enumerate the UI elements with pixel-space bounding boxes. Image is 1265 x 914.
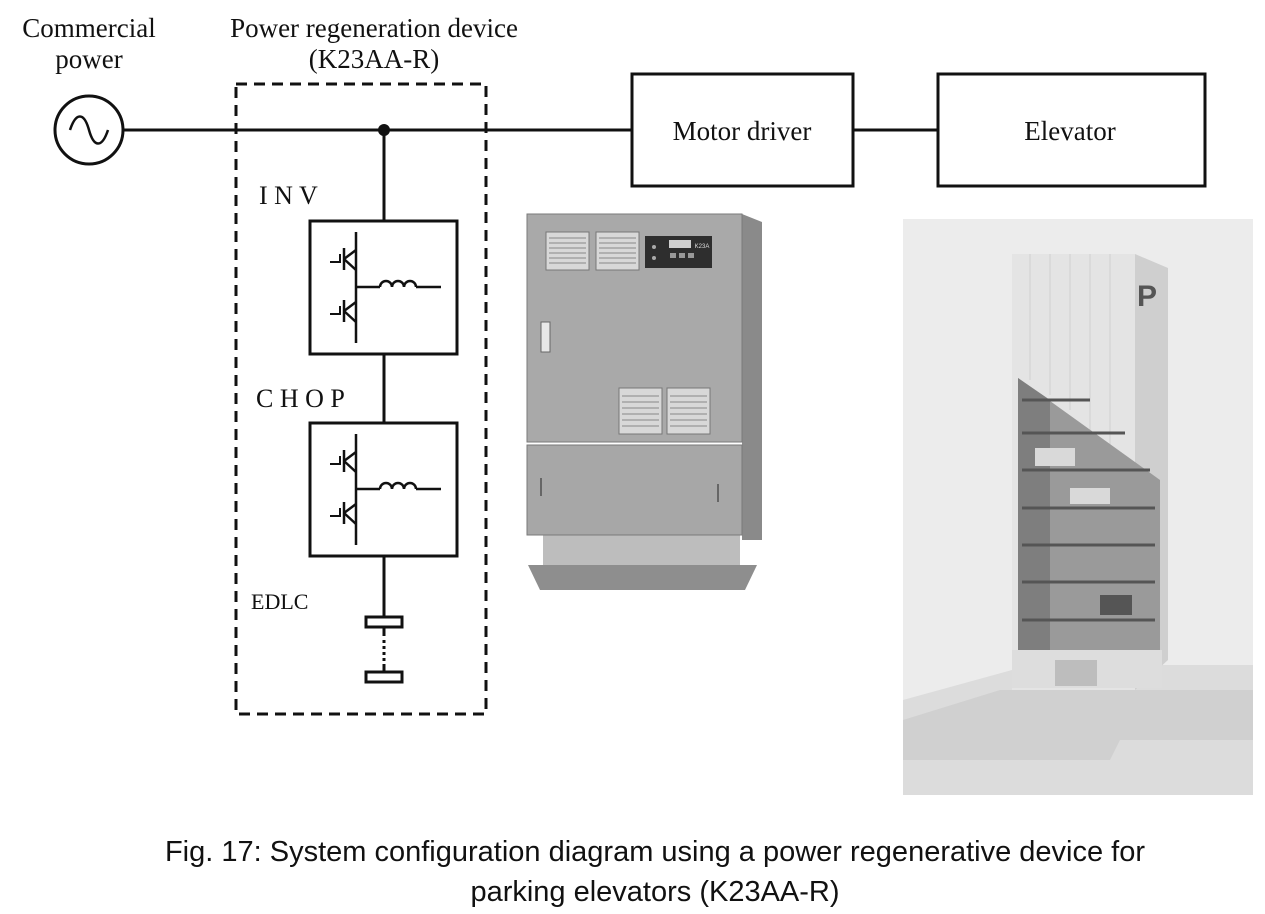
edlc-label: EDLC bbox=[251, 589, 308, 614]
elevator-box bbox=[936, 72, 1207, 188]
commercial-power-label-line2: power bbox=[55, 44, 122, 74]
motor-driver-label: Motor driver bbox=[673, 116, 812, 146]
inverter-block bbox=[308, 219, 459, 356]
device-title-line1: Power regeneration device bbox=[230, 13, 518, 43]
figure-caption-line1: Fig. 17: System configuration diagram us… bbox=[165, 836, 1145, 868]
chop-label: C H O P bbox=[256, 384, 345, 413]
edlc-capacitor-icon bbox=[364, 615, 404, 684]
inv-label: I N V bbox=[259, 181, 318, 210]
device-title-line2: (K23AA-R) bbox=[309, 44, 439, 74]
parking-sign: P bbox=[1137, 280, 1157, 313]
device-cabinet-photo: K23A bbox=[526, 213, 762, 590]
chopper-block bbox=[308, 421, 459, 558]
commercial-power-label-line1: Commercial bbox=[22, 13, 155, 43]
regeneration-device-boundary bbox=[234, 82, 488, 716]
elevator-label: Elevator bbox=[1024, 116, 1115, 146]
motor-driver-box bbox=[630, 72, 855, 188]
panel-logo-text: K23A bbox=[695, 244, 710, 250]
figure-caption-line2: parking elevators (K23AA-R) bbox=[470, 876, 839, 908]
parking-elevator-photo: P bbox=[903, 219, 1253, 795]
ac-source-icon bbox=[53, 94, 125, 166]
